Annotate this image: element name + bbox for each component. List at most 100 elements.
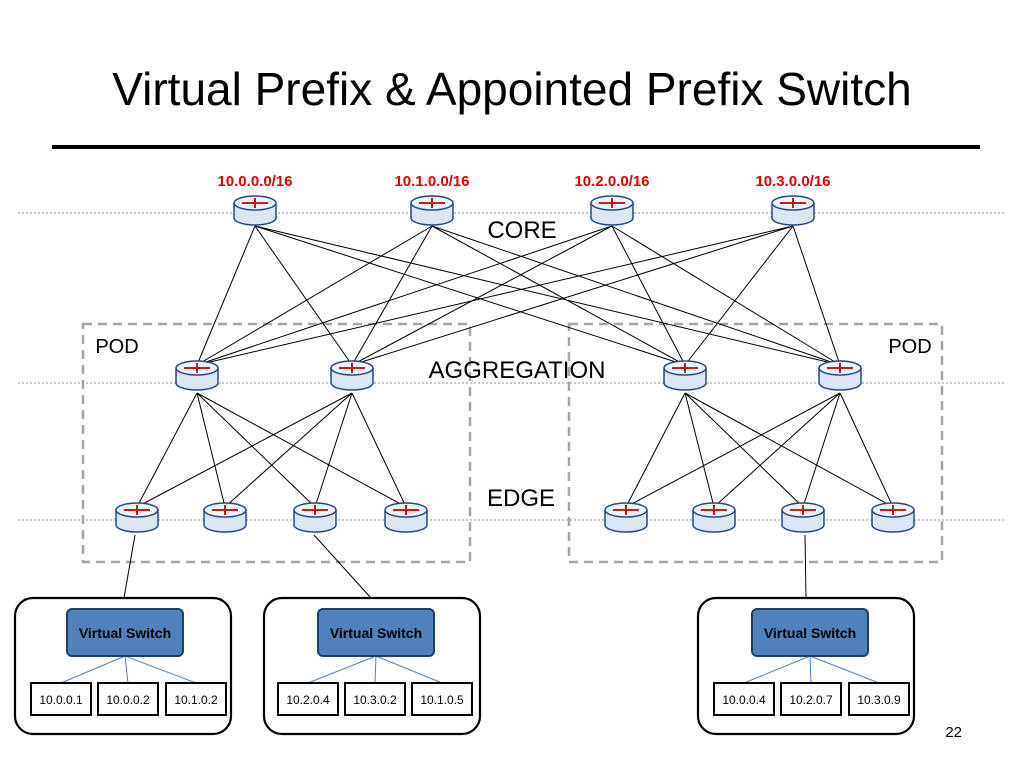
- core-prefix-label: 10.2.0.0/16: [574, 173, 649, 190]
- core-agg-link: [196, 225, 433, 366]
- agg-edge-link: [802, 392, 841, 508]
- aggregation-switch-icon: [663, 360, 707, 391]
- vm-ip-label: 10.1.0.2: [174, 693, 218, 707]
- agg-edge-link: [625, 392, 841, 508]
- vswitch-vm-link: [60, 655, 126, 684]
- core-agg-link: [196, 225, 613, 366]
- vswitch-vm-link: [743, 655, 811, 684]
- core-agg-link: [611, 225, 841, 366]
- core-switch-icon: [410, 195, 454, 226]
- vswitch-vm-link: [124, 655, 197, 684]
- core-agg-link: [351, 225, 794, 366]
- vm-box: [848, 682, 910, 716]
- agg-edge-link: [314, 392, 353, 508]
- edge-layer-label: EDGE: [487, 485, 555, 512]
- aggregation-layer-label: AGGREGATION: [429, 357, 606, 384]
- vswitch-vm-link: [124, 655, 129, 684]
- core-switch-icon: [771, 195, 815, 226]
- agg-edge-link: [839, 392, 894, 508]
- pod-box-right: [567, 322, 944, 564]
- core-agg-link: [431, 225, 841, 366]
- agg-edge-link: [224, 392, 353, 508]
- vm-ip-label: 10.0.0.4: [722, 693, 766, 707]
- vm-box: [165, 682, 227, 716]
- core-agg-link: [196, 225, 794, 366]
- slide-title: Virtual Prefix & Appointed Prefix Switch: [112, 63, 912, 115]
- edge-switch-icon: [384, 502, 428, 533]
- agg-edge-link: [625, 392, 686, 508]
- core-agg-link: [254, 225, 686, 366]
- vm-ip-label: 10.3.0.9: [857, 693, 901, 707]
- vm-ip-label: 10.3.0.2: [353, 693, 397, 707]
- edge-switch-icon: [115, 502, 159, 533]
- core-agg-link: [351, 225, 433, 366]
- host-server: Virtual Switch 10.0.0.4 10.2.0.7 10.3.0.9: [696, 596, 916, 736]
- edge-host-link: [123, 534, 136, 599]
- pod-label-right: POD: [888, 336, 931, 358]
- edge-switch-icon: [871, 502, 915, 533]
- aggregation-switch-icon: [818, 360, 862, 391]
- vm-box: [30, 682, 92, 716]
- core-agg-link: [196, 225, 256, 366]
- vswitch-vm-link: [307, 655, 377, 684]
- vm-ip-label: 10.2.0.4: [286, 693, 330, 707]
- pod-box-left: [81, 322, 472, 564]
- vm-box: [411, 682, 473, 716]
- vswitch-vm-link: [809, 655, 812, 684]
- core-agg-link: [792, 225, 841, 366]
- host-server: Virtual Switch 10.2.0.4 10.3.0.2 10.1.0.5: [262, 596, 482, 736]
- vm-box: [344, 682, 406, 716]
- core-switch-icon: [233, 195, 277, 226]
- virtual-switch-label: Virtual Switch: [764, 625, 856, 641]
- agg-edge-link: [351, 392, 407, 508]
- aggregation-switch-icon: [175, 360, 219, 391]
- core-agg-link: [254, 225, 841, 366]
- edge-switch-icon: [692, 502, 736, 533]
- core-agg-link: [611, 225, 686, 366]
- core-prefix-label: 10.1.0.0/16: [394, 173, 469, 190]
- vswitch-vm-link: [375, 655, 443, 684]
- core-agg-link: [254, 225, 353, 366]
- virtual-switch-label: Virtual Switch: [79, 625, 171, 641]
- core-agg-link: [684, 225, 794, 366]
- virtual-switch: [66, 608, 184, 657]
- edge-switch-icon: [604, 502, 648, 533]
- title-underline: [52, 145, 980, 149]
- agg-edge-link: [136, 392, 198, 508]
- vm-box: [97, 682, 159, 716]
- aggregation-switch-icon: [330, 360, 374, 391]
- virtual-switch: [751, 608, 869, 657]
- core-switch-icon: [590, 195, 634, 226]
- vm-ip-label: 10.0.0.2: [106, 693, 150, 707]
- edge-switch-icon: [781, 502, 825, 533]
- vm-box: [277, 682, 339, 716]
- vswitch-vm-link: [809, 655, 880, 684]
- agg-edge-link: [684, 392, 715, 508]
- host-server: Virtual Switch 10.0.0.1 10.0.0.2 10.1.0.2: [13, 596, 233, 736]
- edge-host-link: [313, 534, 372, 599]
- vm-box: [780, 682, 842, 716]
- edge-switch-icon: [203, 502, 247, 533]
- agg-edge-link: [196, 392, 407, 508]
- agg-edge-link: [196, 392, 316, 508]
- vswitch-vm-link: [374, 655, 377, 684]
- virtual-switch-label: Virtual Switch: [330, 625, 422, 641]
- agg-edge-link: [684, 392, 804, 508]
- core-agg-link: [431, 225, 686, 366]
- edge-switch-icon: [293, 502, 337, 533]
- core-agg-link: [351, 225, 613, 366]
- page-number: 22: [945, 724, 962, 741]
- vm-box: [713, 682, 775, 716]
- vm-ip-label: 10.0.0.1: [39, 693, 83, 707]
- vm-ip-label: 10.1.0.5: [420, 693, 464, 707]
- vm-ip-label: 10.2.0.7: [789, 693, 833, 707]
- agg-edge-link: [684, 392, 894, 508]
- edge-host-link: [804, 534, 807, 599]
- agg-edge-link: [713, 392, 841, 508]
- agg-edge-link: [196, 392, 226, 508]
- core-prefix-label: 10.3.0.0/16: [755, 173, 830, 190]
- agg-edge-link: [136, 392, 353, 508]
- core-layer-label: CORE: [487, 217, 556, 244]
- core-prefix-label: 10.0.0.0/16: [217, 173, 292, 190]
